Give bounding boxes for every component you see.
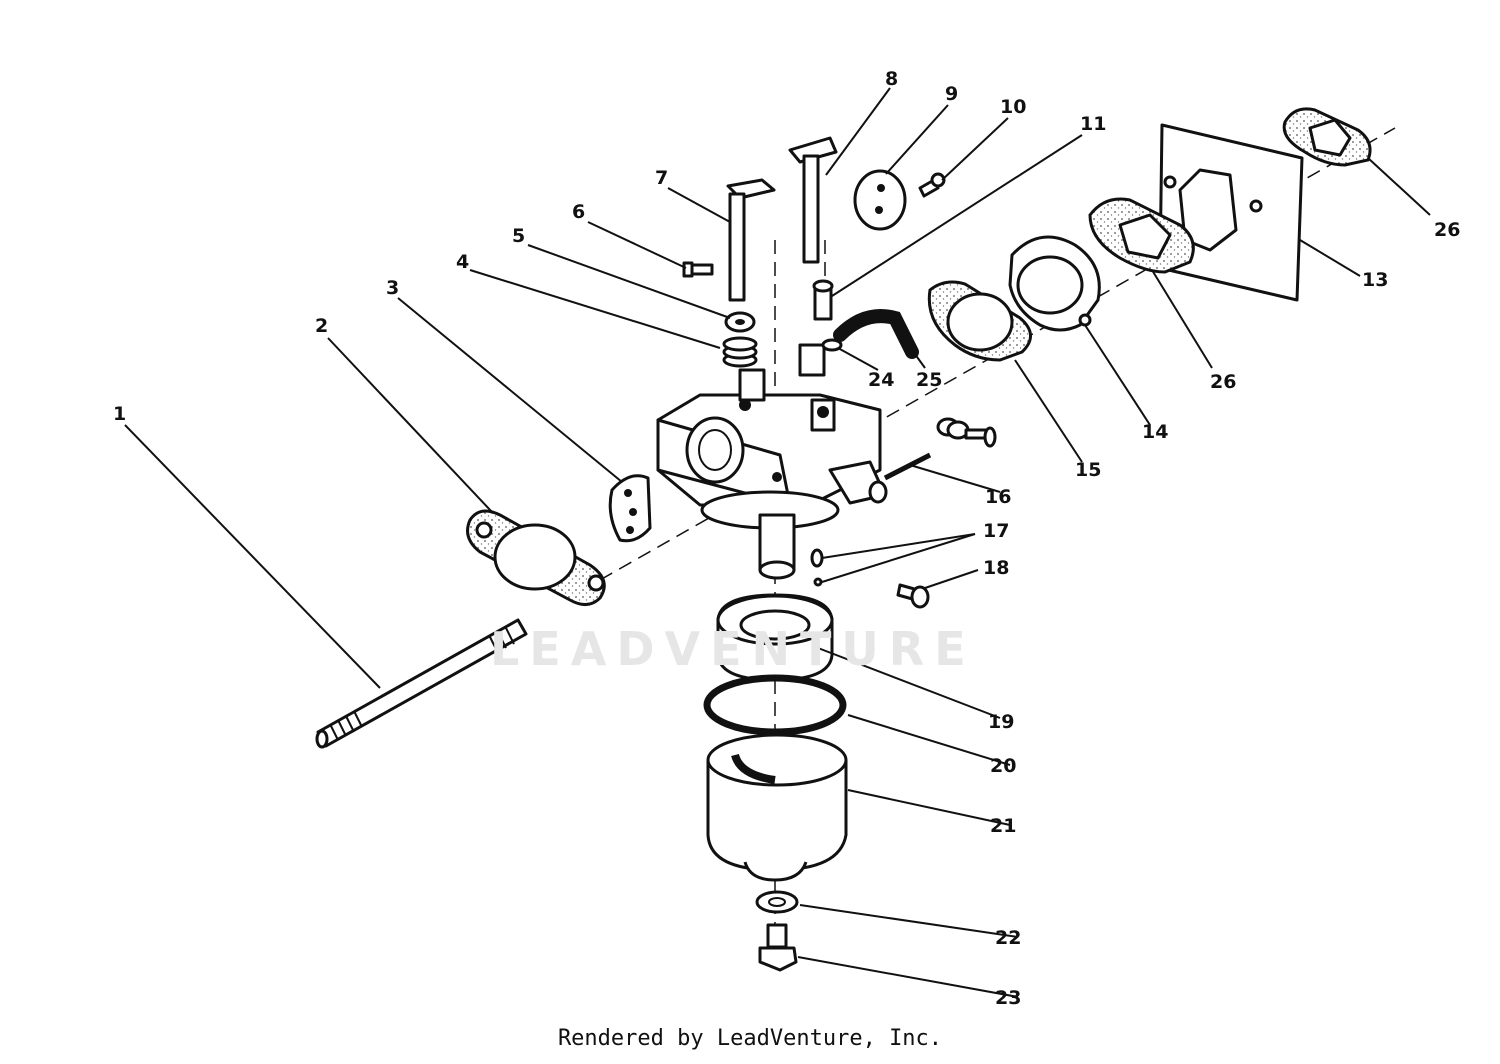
callout-2: 2: [315, 315, 328, 337]
callout-14: 14: [1142, 421, 1168, 443]
part-11-needle: [812, 279, 834, 321]
part-9-choke-plate: [853, 169, 907, 231]
part-1-stud: [315, 618, 528, 749]
callout-26b: 26: [1434, 219, 1460, 241]
part-18-screw: [896, 583, 930, 609]
callout-15: 15: [1075, 459, 1101, 481]
part-25-fuel-hose: [833, 309, 919, 359]
part-7-throttle-lever: [726, 178, 776, 302]
part-16-spring-rod: [883, 452, 932, 481]
callout-7: 7: [655, 167, 668, 189]
callout-21: 21: [990, 815, 1016, 837]
part-22-washer: [755, 890, 799, 914]
callout-8: 8: [885, 68, 898, 90]
part-26-gasket-a: [1088, 197, 1195, 274]
part-13-insulator-plate: [1158, 123, 1304, 302]
part-3-plate: [608, 474, 652, 543]
callout-22: 22: [995, 927, 1021, 949]
leader-lines: [124, 87, 1431, 998]
part-24-fitting: [821, 338, 843, 352]
part-17-seal: [810, 548, 824, 587]
part-4-spring: [722, 336, 758, 368]
watermark: LEADVENTURE: [490, 622, 976, 676]
part-15-gasket: [927, 280, 1032, 362]
callout-6: 6: [572, 201, 585, 223]
part-8-choke-lever: [788, 136, 838, 264]
callout-9: 9: [945, 83, 958, 105]
part-26-gasket-b: [1282, 107, 1372, 167]
callout-1: 1: [113, 403, 126, 425]
carburetor-body: [656, 343, 888, 580]
part-5-washer: [724, 311, 756, 333]
part-20-bowl-gasket: [703, 674, 847, 736]
part-21-float-bowl: [706, 733, 848, 882]
part-6-screw: [682, 261, 714, 278]
callout-17: 17: [983, 520, 1009, 542]
part-19-float: [716, 593, 834, 682]
callout-26a: 26: [1210, 371, 1236, 393]
part-23-bowl-bolt: [758, 923, 798, 972]
callout-19: 19: [988, 711, 1014, 733]
callout-labels: 1 2 3 4 5 6 7 8 9 10 11 13 14 15 16 17 1…: [113, 68, 1460, 1009]
callout-18: 18: [983, 557, 1009, 579]
callout-16: 16: [985, 486, 1011, 508]
callout-3: 3: [386, 277, 399, 299]
callout-5: 5: [512, 225, 525, 247]
part-14-spacer: [1008, 235, 1101, 332]
callout-10: 10: [1000, 96, 1026, 118]
part-10-screw: [918, 172, 946, 198]
callout-13: 13: [1362, 269, 1388, 291]
callout-24: 24: [868, 369, 894, 391]
callout-11: 11: [1080, 113, 1106, 135]
callout-25: 25: [916, 369, 942, 391]
callout-23: 23: [995, 987, 1021, 1009]
callout-20: 20: [990, 755, 1016, 777]
callout-4: 4: [456, 251, 469, 273]
idle-screw: [936, 417, 997, 448]
footer-credit: Rendered by LeadVenture, Inc.: [557, 1026, 943, 1051]
part-2-gasket: [466, 509, 606, 606]
